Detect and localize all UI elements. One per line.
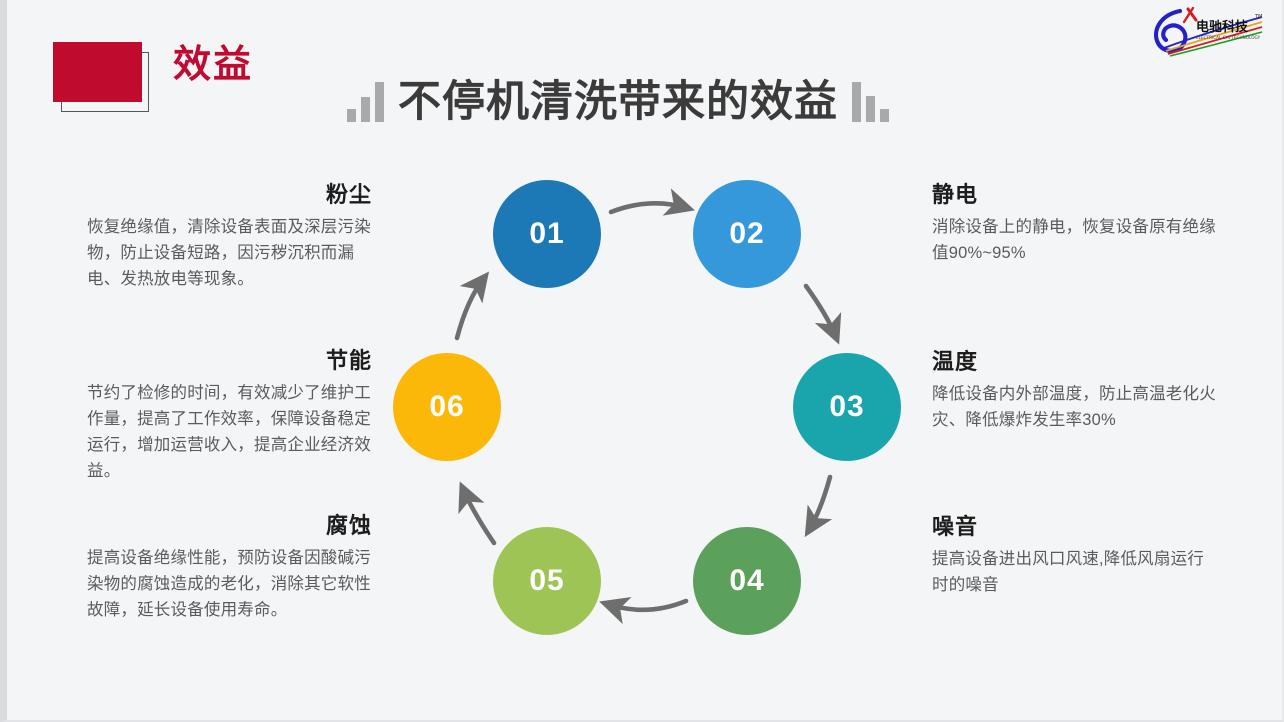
info-block-dust: 粉尘 恢复绝缘值，清除设备表面及深层污染物，防止设备短路，因污秽沉积而漏电、发热… [87, 182, 372, 292]
tag-red-fill [53, 42, 142, 102]
cycle-node-05[interactable]: 05 [493, 527, 601, 635]
node-number: 03 [829, 390, 865, 423]
svg-text:TM: TM [1254, 14, 1262, 20]
info-block-heading: 节能 [325, 348, 372, 373]
node-number: 05 [529, 564, 565, 597]
dianchi-technology-logo: 电驰科技 ELECTRICAL CHI TECHNOLOGY TM [1146, 5, 1268, 57]
svg-text:ELECTRICAL CHI TECHNOLOGY: ELECTRICAL CHI TECHNOLOGY [1196, 35, 1261, 40]
info-block-static-electricity: 静电 消除设备上的静电，恢复设备原有绝缘值90%~95% [932, 182, 1217, 266]
info-block-corrosion: 腐蚀 提高设备绝缘性能，预防设备因酸碱污染物的腐蚀造成的老化，消除其它软性故障，… [87, 513, 372, 623]
info-block-heading: 温度 [932, 349, 979, 374]
info-block-temperature: 温度 降低设备内外部温度，防止高温老化火灾、降低爆炸发生率30% [932, 349, 1217, 433]
node-number: 01 [529, 217, 565, 250]
svg-text:电驰科技: 电驰科技 [1196, 19, 1249, 35]
page-title: 不停机清洗带来的效益 [398, 78, 838, 126]
info-block-noise: 噪音 提高设备进出风口风速,降低风扇运行时的噪音 [932, 514, 1217, 598]
info-block-body: 降低设备内外部温度，防止高温老化火灾、降低爆炸发生率30% [932, 385, 1216, 430]
info-block-body: 恢复绝缘值，清除设备表面及深层污染物，防止设备短路，因污秽沉积而漏电、发热放电等… [87, 218, 371, 289]
cycle-node-03[interactable]: 03 [793, 353, 901, 461]
info-block-body: 提高设备绝缘性能，预防设备因酸碱污染物的腐蚀造成的老化，消除其它软性故障，延长设… [87, 549, 371, 620]
info-block-body: 消除设备上的静电，恢复设备原有绝缘值90%~95% [932, 218, 1216, 263]
section-tag-label: 效益 [173, 44, 254, 86]
cycle-node-02[interactable]: 02 [693, 180, 801, 288]
node-number: 04 [729, 564, 765, 597]
cycle-node-06[interactable]: 06 [393, 353, 501, 461]
info-block-heading: 腐蚀 [325, 513, 372, 538]
info-block-energy-saving: 节能 节约了检修的时间，有效减少了维护工作量，提高了工作效率，保障设备稳定运行，… [87, 348, 372, 484]
node-number: 06 [429, 390, 465, 423]
title-group: 不停机清洗带来的效益 [347, 66, 889, 126]
section-tag-box [53, 42, 149, 112]
bar-chart-descending-icon [852, 78, 889, 126]
info-block-heading: 静电 [932, 182, 979, 207]
cycle-node-04[interactable]: 04 [693, 527, 801, 635]
cycle-node-01[interactable]: 01 [493, 180, 601, 288]
info-block-body: 节约了检修的时间，有效减少了维护工作量，提高了工作效率，保障设备稳定运行，增加运… [87, 384, 371, 481]
info-block-body: 提高设备进出风口风速,降低风扇运行时的噪音 [932, 550, 1204, 595]
bar-chart-ascending-icon [347, 78, 384, 126]
info-block-heading: 粉尘 [325, 182, 372, 207]
node-number: 02 [729, 217, 765, 250]
info-block-heading: 噪音 [932, 514, 979, 539]
